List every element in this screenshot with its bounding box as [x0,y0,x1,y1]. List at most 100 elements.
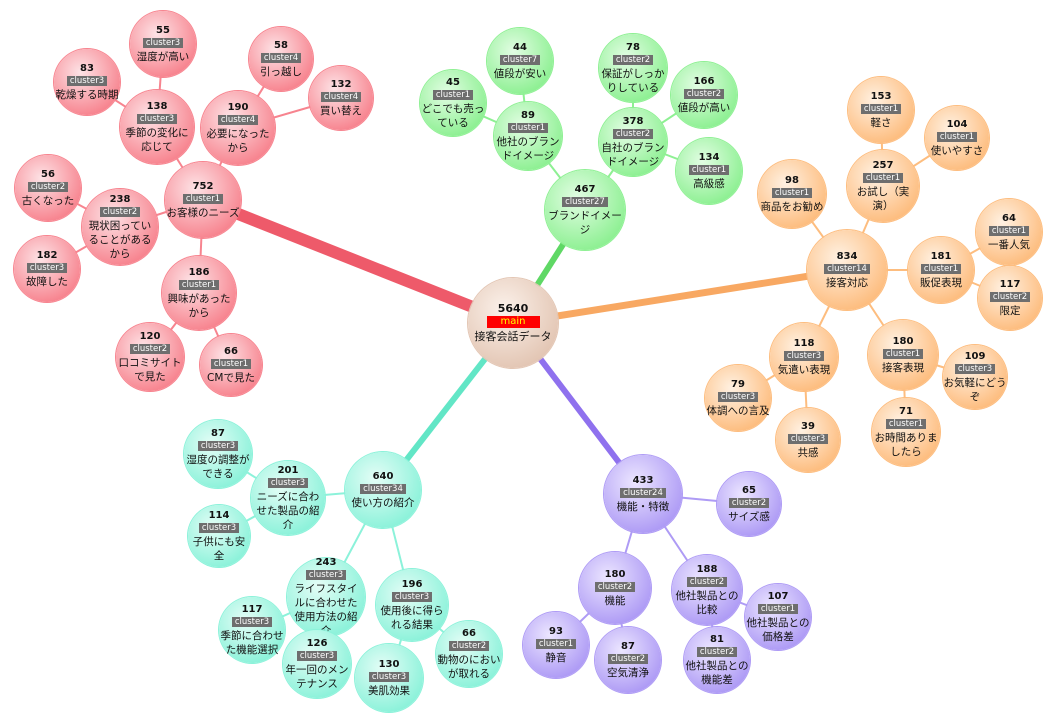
node-count: 65 [742,484,756,496]
cluster-tag: cluster3 [368,671,410,682]
node-count: 134 [698,151,720,163]
node-label: ライフスタイ ルに合わせた 使用方法の紹 介 [294,582,358,637]
node-count: 114 [208,509,230,521]
cluster-tag: cluster2 [612,54,654,65]
cluster-tag: cluster1 [771,187,813,198]
node-count: 107 [767,590,789,602]
node-label: お試し（実 演） [856,185,910,212]
node-label: ブランドイメージ [548,209,622,236]
node-count: 118 [793,337,815,349]
node-count: 182 [36,249,58,261]
node-label: 美肌効果 [368,684,410,697]
node-label: 機能 [604,594,626,607]
node-count: 196 [401,578,423,590]
cluster-tag: main [486,315,540,328]
node-label: 商品をお勧め [760,200,824,213]
cluster-tag: cluster3 [391,591,433,602]
node-label: 限定 [999,304,1021,317]
node-count: 58 [274,39,288,51]
node-label: 興味があった から [167,292,231,319]
node-count: 87 [621,640,635,652]
node-count: 117 [241,603,263,615]
cluster-tag: cluster2 [683,88,725,99]
node-count: 138 [146,100,168,112]
cluster-tag: cluster1 [210,358,252,369]
node-label: 使い方の紹介 [351,496,415,509]
node-label: 他社のブラン ドイメージ [496,135,560,162]
node-count: 201 [277,464,299,476]
cluster-tag: cluster2 [696,646,738,657]
cluster-tag: cluster3 [787,433,829,444]
node-count: 56 [41,168,55,180]
node-count: 433 [632,474,654,486]
node-count: 66 [224,345,238,357]
node-count: 44 [513,41,527,53]
cluster-tag: cluster2 [99,206,141,217]
cluster-tag: cluster2 [989,291,1031,302]
cluster-tag: cluster24 [620,487,666,498]
cluster-tag: cluster1 [432,89,474,100]
node-label: 軽さ [870,116,892,129]
node-label: 高級感 [693,177,725,190]
cluster-tag: cluster1 [936,131,978,142]
cluster-tag: cluster3 [296,650,338,661]
node-label: 接客対応 [826,276,868,289]
node-label: 共感 [797,446,819,459]
cluster-tag: cluster1 [920,263,962,274]
